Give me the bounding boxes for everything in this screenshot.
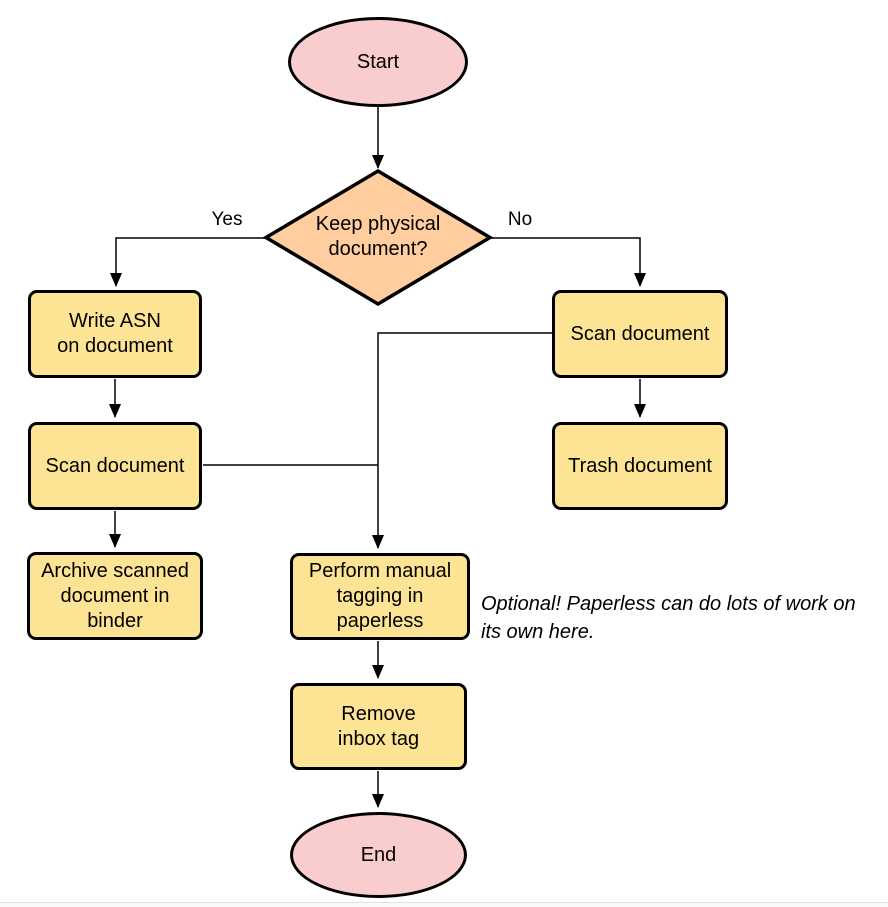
trash-document-node: Trash document — [552, 422, 728, 510]
scan-document-right-node: Scan document — [552, 290, 728, 378]
decision-diamond-shape — [262, 168, 494, 307]
optional-annotation: Optional! Paperless can do lots of work … — [481, 593, 856, 643]
edge-decision-scan-right — [490, 237, 646, 287]
start-node: Start — [288, 17, 468, 107]
decision-node-label: Keep physical document? — [315, 213, 441, 260]
edge-label-no: No — [507, 209, 533, 230]
archive-document-node: Archive scanned document in binder — [27, 552, 203, 640]
end-node: End — [290, 812, 467, 898]
edge-decision-write-asn — [110, 237, 267, 287]
remove-inbox-tag-node: Remove inbox tag — [290, 683, 467, 770]
edge-label-yes: Yes — [211, 209, 243, 230]
write-asn-node: Write ASN on document — [28, 290, 202, 378]
scan-document-left-node: Scan document — [28, 422, 202, 510]
page-bottom-edge — [0, 902, 888, 907]
manual-tagging-node: Perform manual tagging in paperless — [290, 553, 470, 640]
edge-scan-right-tagging — [372, 332, 552, 549]
